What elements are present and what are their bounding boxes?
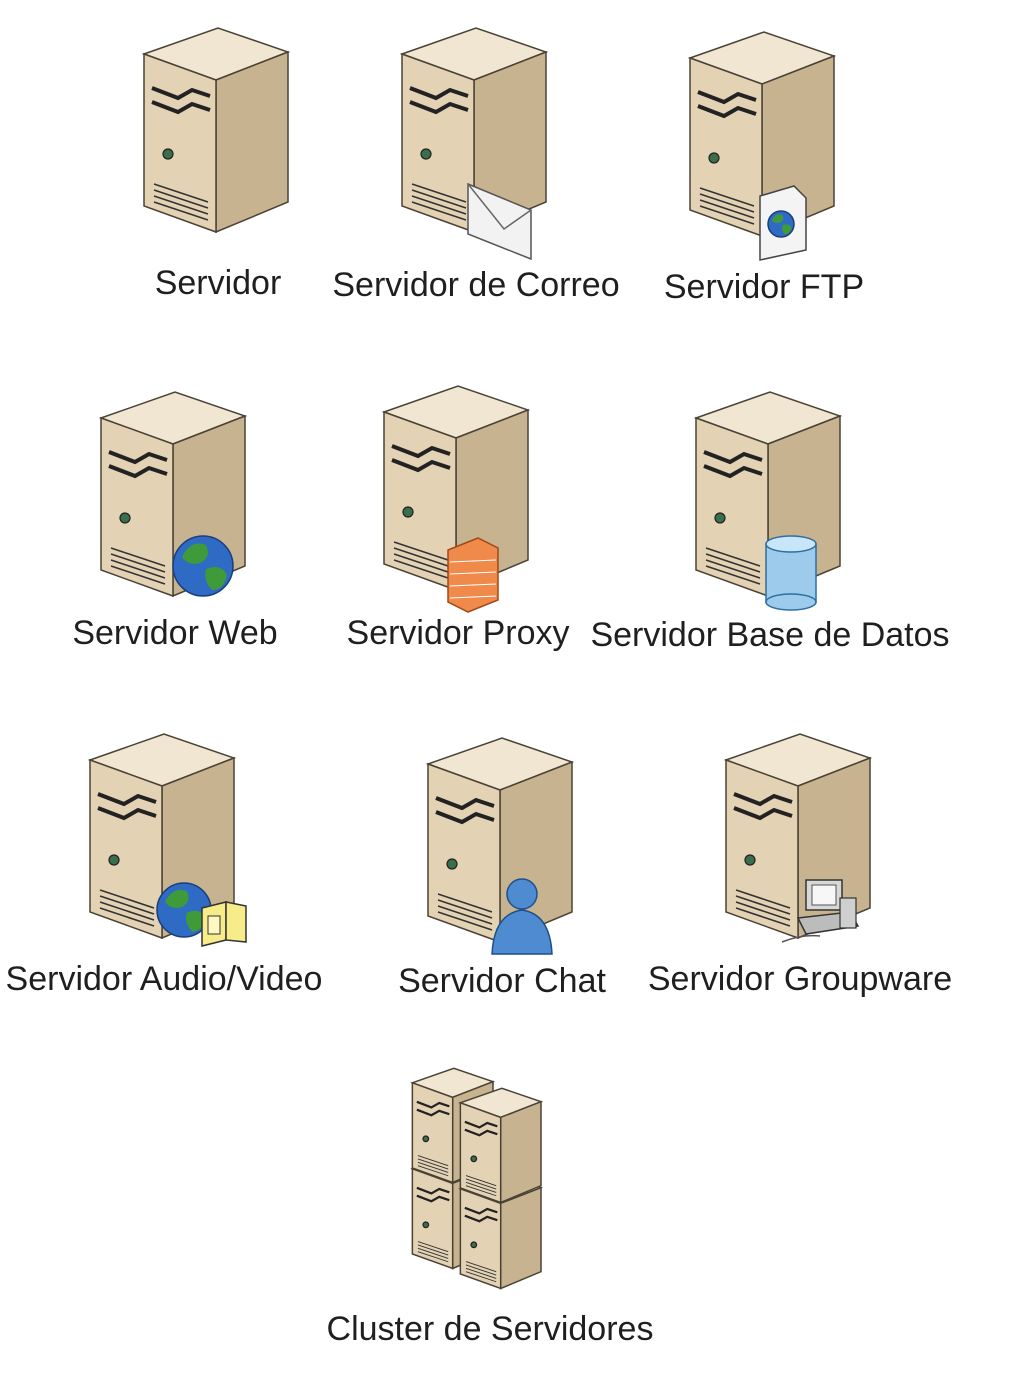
globe-icon — [156, 882, 212, 938]
mail-server-item: Servidor de Correo — [332, 27, 620, 304]
server-label: Servidor — [154, 264, 282, 302]
groupware-server-item: Servidor Groupware — [648, 733, 952, 998]
firewall-icon — [447, 537, 499, 613]
globe-icon — [767, 210, 795, 238]
database-icon — [765, 535, 817, 611]
web-server-icon — [98, 391, 248, 598]
envelope-icon — [467, 182, 532, 261]
chat-server-item: Servidor Chat — [398, 737, 606, 1000]
ftp-server-icon — [687, 31, 837, 261]
server-item: Servidor — [141, 27, 291, 302]
server-cluster-icon — [410, 1067, 544, 1290]
audio-video-server-icon — [87, 733, 247, 947]
groupware-server-label: Servidor Groupware — [647, 960, 953, 998]
groupware-server-icon — [723, 733, 873, 943]
proxy-server-label: Servidor Proxy — [346, 614, 570, 652]
workstation-icon — [781, 879, 860, 943]
globe-film-icon — [156, 882, 247, 947]
server-cluster-label: Cluster de Servidores — [326, 1310, 654, 1348]
audio-video-server-item: Servidor Audio/Video — [6, 733, 322, 998]
audio-video-server-label: Servidor Audio/Video — [5, 960, 323, 998]
web-server-item: Servidor Web — [72, 391, 278, 652]
mail-server-icon — [399, 27, 549, 261]
document-globe-icon — [759, 185, 807, 261]
ftp-server-label: Servidor FTP — [663, 268, 865, 306]
chat-server-icon — [425, 737, 575, 955]
server-cluster-item: Cluster de Servidores — [327, 1060, 653, 1348]
globe-icon — [172, 535, 234, 597]
web-server-label: Servidor Web — [72, 614, 278, 652]
ftp-server-item: Servidor FTP — [664, 31, 864, 306]
database-server-item: Servidor Base de Datos — [590, 391, 950, 654]
database-server-label: Servidor Base de Datos — [590, 616, 950, 654]
proxy-server-icon — [381, 385, 531, 613]
user-icon — [491, 878, 553, 955]
mail-server-label: Servidor de Correo — [332, 266, 620, 304]
chat-server-label: Servidor Chat — [398, 962, 606, 1000]
database-server-icon — [693, 391, 843, 611]
proxy-server-item: Servidor Proxy — [347, 385, 569, 652]
server-icon — [141, 27, 291, 234]
